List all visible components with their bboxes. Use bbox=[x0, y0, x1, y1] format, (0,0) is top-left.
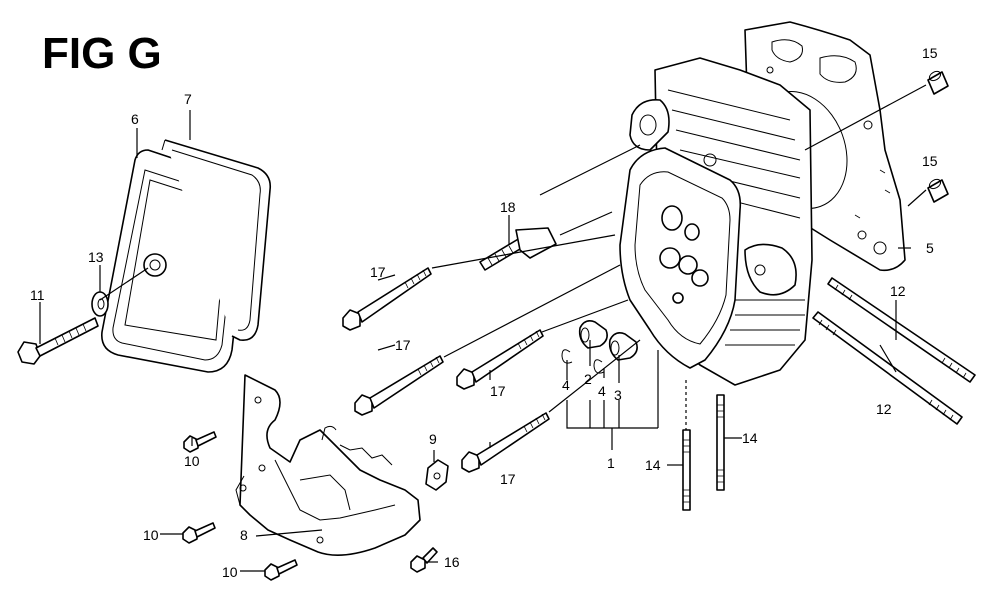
leader-lines bbox=[39, 84, 927, 572]
callout-17-upper: 17 bbox=[370, 264, 386, 280]
cylinder-head bbox=[619, 57, 813, 386]
callout-4-left: 4 bbox=[562, 377, 570, 393]
callout-12-upper: 12 bbox=[890, 283, 906, 299]
valve-guide-left bbox=[578, 320, 608, 349]
callout-15-lower: 15 bbox=[922, 153, 938, 169]
callout-1: 1 bbox=[607, 455, 615, 471]
stud-upper bbox=[827, 277, 976, 383]
bracket-bolt-lower bbox=[264, 559, 298, 581]
callout-18: 18 bbox=[500, 199, 516, 215]
bracket-bolt-upper bbox=[183, 431, 217, 453]
head-cover-gasket bbox=[161, 139, 272, 342]
dowel-pin-lower bbox=[927, 178, 949, 203]
wire-clip bbox=[425, 459, 449, 491]
dowel-pin-upper bbox=[927, 70, 949, 95]
head-bolt-lower bbox=[461, 412, 550, 473]
callout-3: 3 bbox=[614, 387, 622, 403]
bracket-bolt-16 bbox=[410, 547, 438, 573]
callout-17-middle: 17 bbox=[395, 337, 411, 353]
callout-14-right: 14 bbox=[742, 430, 758, 446]
head-bolt-center bbox=[456, 329, 544, 390]
bracket-bolt-middle bbox=[182, 522, 216, 544]
callout-4-right: 4 bbox=[598, 383, 606, 399]
callout-12-lower: 12 bbox=[876, 401, 892, 417]
callout-6: 6 bbox=[131, 111, 139, 127]
callout-10-lower: 10 bbox=[222, 564, 238, 580]
callout-2: 2 bbox=[584, 371, 592, 387]
callout-9: 9 bbox=[429, 431, 437, 447]
air-guide-bracket bbox=[235, 374, 421, 556]
callout-10-middle: 10 bbox=[143, 527, 159, 543]
callout-labels: 7 6 13 11 18 17 17 17 17 15 15 5 12 12 1… bbox=[30, 45, 938, 580]
callout-16: 16 bbox=[444, 554, 460, 570]
callout-14-left: 14 bbox=[645, 457, 661, 473]
head-bolt-middle bbox=[354, 355, 444, 416]
valve-guide-right bbox=[608, 332, 638, 361]
callout-8: 8 bbox=[240, 527, 248, 543]
callout-11: 11 bbox=[30, 287, 45, 303]
stud-vertical-right bbox=[716, 394, 725, 491]
stud-lower bbox=[812, 311, 963, 425]
callout-17-lower: 17 bbox=[500, 471, 516, 487]
spark-plug bbox=[479, 227, 557, 271]
cover-bolt bbox=[17, 317, 99, 365]
valve-clip-right bbox=[593, 359, 605, 374]
callout-13: 13 bbox=[88, 249, 104, 265]
head-bolt-upper bbox=[342, 267, 432, 331]
figure-title: FIG G bbox=[42, 29, 162, 78]
callout-17-center: 17 bbox=[490, 383, 506, 399]
callout-7: 7 bbox=[184, 91, 192, 107]
callout-5: 5 bbox=[926, 240, 934, 256]
stud-vertical-left bbox=[682, 380, 691, 511]
callout-10-upper: 10 bbox=[184, 453, 200, 469]
callout-15-upper: 15 bbox=[922, 45, 938, 61]
